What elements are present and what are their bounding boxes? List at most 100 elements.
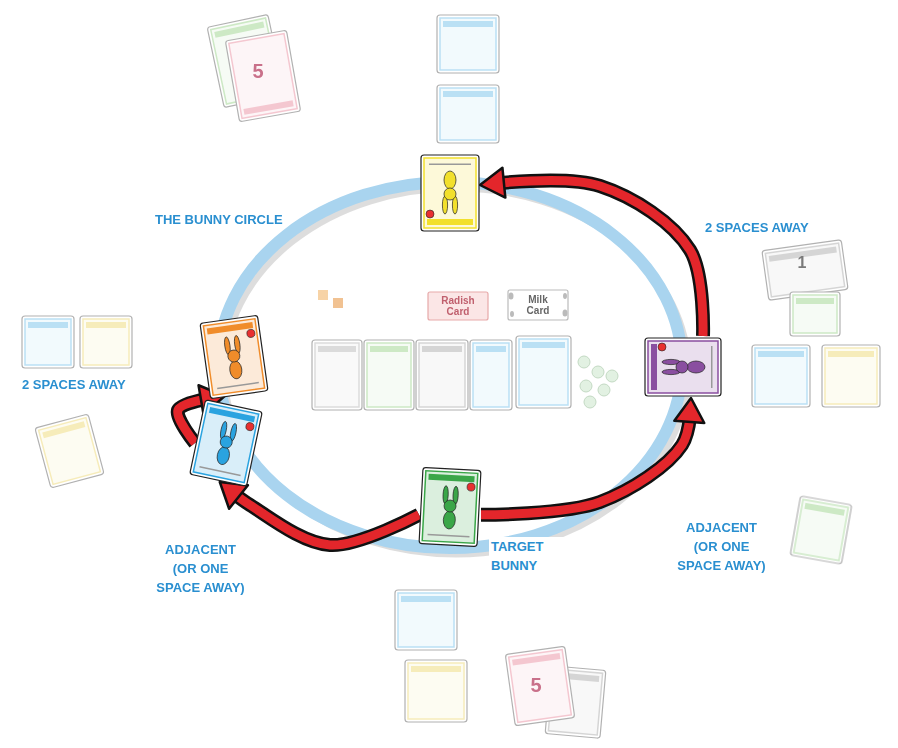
- faded-card: [364, 340, 414, 410]
- arrow-shaft: [481, 398, 691, 515]
- card-inner: [440, 88, 496, 140]
- position-label: 2 SPACES AWAY: [22, 375, 162, 394]
- card-text: Milk Card: [516, 294, 560, 316]
- card-frame: [395, 590, 457, 650]
- faded-card: [505, 646, 574, 726]
- card-inner: [509, 650, 572, 723]
- faded-card: [822, 345, 880, 407]
- card-frame: [762, 240, 848, 301]
- card-frame: [22, 316, 74, 368]
- faded-card: [790, 496, 852, 564]
- card-inner: [229, 34, 297, 119]
- position-label: ADJACENT (OR ONE SPACE AWAY): [673, 518, 770, 575]
- bunny-card: 2 SPACES AWAY: [420, 153, 480, 233]
- card-frame: [312, 340, 362, 410]
- card-inner: [473, 343, 509, 407]
- card-inner: [408, 663, 464, 719]
- arrow-head: [674, 398, 704, 423]
- card-inner: [315, 343, 359, 407]
- card-illustration: [203, 318, 265, 396]
- card-title-bar: [427, 219, 473, 225]
- card-frame: [190, 400, 263, 486]
- card-inner: [765, 243, 844, 297]
- card-title-bar: [512, 653, 560, 666]
- card-text: 5: [524, 674, 548, 696]
- card-frame: [419, 468, 481, 547]
- faded-card: [516, 336, 571, 408]
- card-frame: [437, 85, 499, 143]
- card-title-bar: [651, 344, 657, 390]
- bunny-card: ADJACENT (OR ONE SPACE AWAY): [195, 404, 257, 482]
- card-title-bar: [522, 342, 565, 348]
- table-pieces: [318, 290, 618, 408]
- card-illustration: [195, 404, 257, 482]
- card-title-bar: [758, 351, 804, 357]
- card-frame: [470, 340, 512, 410]
- faded-card: [312, 340, 362, 410]
- card-inner: [25, 319, 71, 365]
- card-text-line: [217, 382, 259, 389]
- position-label: TARGET BUNNY: [489, 537, 563, 575]
- card-frame: [437, 15, 499, 73]
- card-text-line: [711, 346, 713, 388]
- card-title-bar: [401, 596, 451, 602]
- bunny-figure: [662, 359, 705, 374]
- bunny-card: ADJACENT (OR ONE SPACE AWAY): [643, 336, 723, 398]
- card-inner: [367, 343, 411, 407]
- bunny-card: 2 SPACES AWAY: [203, 318, 265, 396]
- card-dot: [467, 483, 475, 491]
- card-dot: [426, 210, 434, 218]
- card-inner: [440, 18, 496, 70]
- card-inner: [422, 471, 478, 544]
- bunny-card: TARGET BUNNY: [419, 468, 481, 546]
- circle-label: THE BUNNY CIRCLE: [155, 210, 305, 229]
- card-text-line: [427, 534, 469, 538]
- arrow-shaft: [220, 482, 419, 545]
- faded-card: [470, 340, 512, 410]
- card-frame: [405, 660, 467, 722]
- card-inner: [794, 499, 849, 560]
- faded-card: [80, 316, 132, 368]
- card-frame: [421, 155, 479, 231]
- card-frame: [364, 340, 414, 410]
- card-illustration: [420, 153, 480, 233]
- card-title-bar: [443, 21, 493, 27]
- card-text: 5: [246, 60, 270, 82]
- card-frame: [416, 340, 468, 410]
- card-inner: [419, 343, 465, 407]
- faded-card: [22, 316, 74, 368]
- card-title-bar: [42, 421, 85, 438]
- card-frame: [752, 345, 810, 407]
- connector-arrow: [481, 398, 704, 515]
- card-frame: [790, 292, 840, 336]
- card-frame: [790, 496, 852, 564]
- arrow-outline: [481, 398, 691, 515]
- card-dot: [245, 422, 254, 431]
- bunny-figure: [441, 486, 458, 530]
- position-label: ADJACENT (OR ONE SPACE AWAY): [152, 540, 249, 597]
- card-inner: [519, 339, 568, 405]
- faded-card: [405, 660, 467, 722]
- card-dot: [658, 343, 666, 351]
- card-text: 1: [792, 254, 812, 272]
- card-inner: [203, 319, 264, 396]
- card-inner: [193, 403, 258, 482]
- card-title-bar: [828, 351, 874, 357]
- card-title-bar: [476, 346, 506, 352]
- card-frame: [822, 345, 880, 407]
- faded-card: [395, 590, 457, 650]
- card-title-bar: [411, 666, 461, 672]
- faded-card: [762, 240, 848, 301]
- card-title-bar: [86, 322, 126, 328]
- faded-card: [437, 15, 499, 73]
- card-illustration: [419, 468, 481, 546]
- card-frame: [200, 315, 268, 398]
- faded-card: [35, 414, 104, 488]
- card-inner: [424, 158, 476, 228]
- card-title-bar: [370, 346, 408, 352]
- bunny-figure: [224, 335, 245, 380]
- faded-card: [752, 345, 810, 407]
- card-text-line: [199, 466, 240, 476]
- arrow-outline: [220, 482, 419, 545]
